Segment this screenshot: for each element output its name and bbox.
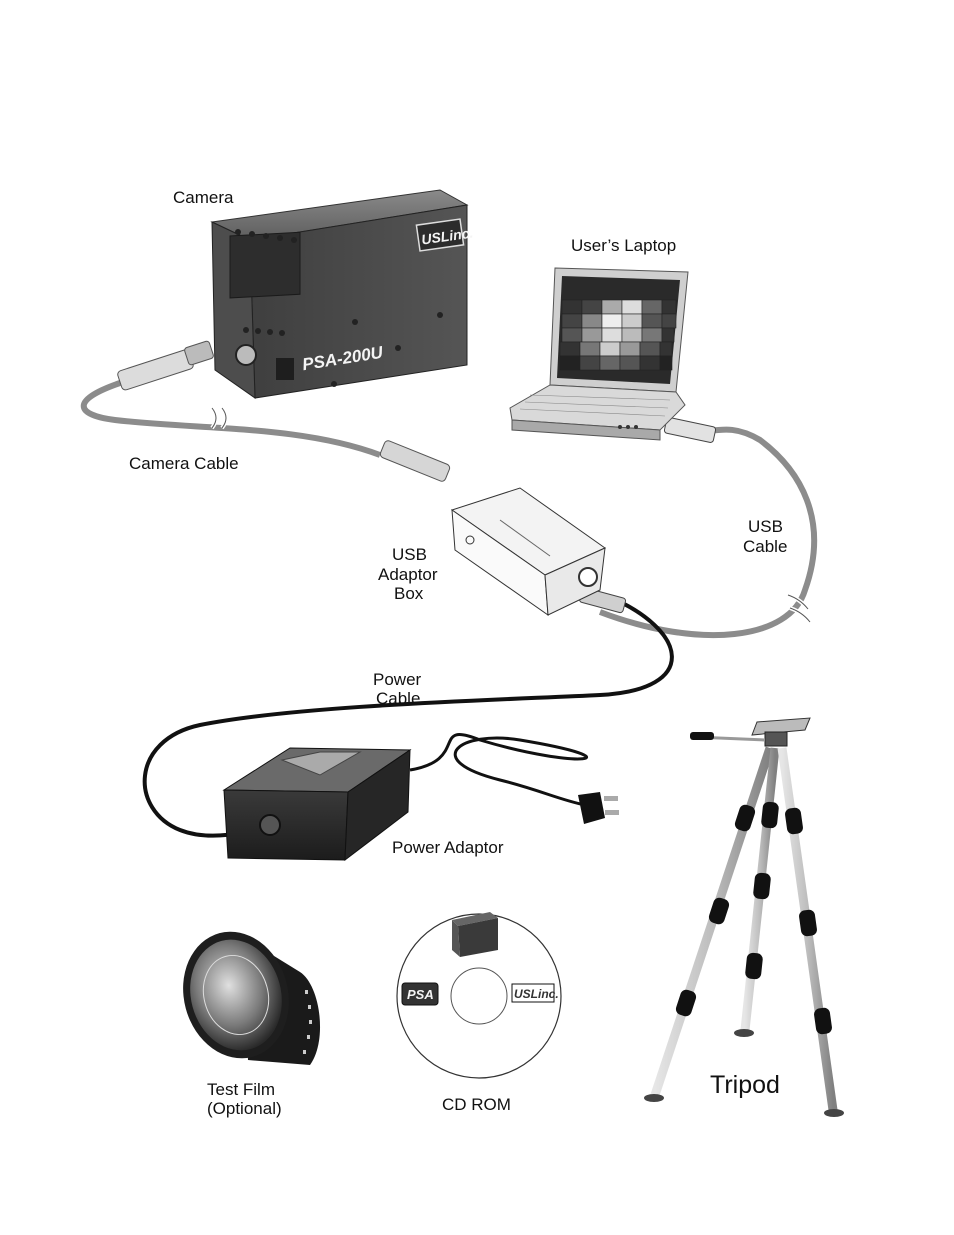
power-adaptor-label: Power Adaptor (392, 838, 504, 857)
camera-port-icon (236, 345, 256, 365)
laptop-device (510, 268, 688, 440)
camera-cable-connector (117, 340, 214, 391)
laptop-label: User’s Laptop (571, 236, 676, 255)
laptop-screen-grid (560, 300, 676, 370)
tripod-stand (644, 718, 844, 1117)
usb-adaptor-box (452, 488, 605, 615)
usb-box-label-line3: Box (394, 584, 424, 603)
test-film-label-line2: (Optional) (207, 1099, 282, 1118)
usb-box-port-icon (579, 568, 597, 586)
plug-icon (578, 792, 619, 824)
tripod-label: Tripod (710, 1071, 780, 1099)
usb-box-label-line2: Adaptor (378, 565, 438, 584)
test-film-label-line1: Test Film (207, 1080, 275, 1099)
usb-cable-label-line2: Cable (743, 537, 787, 556)
test-film-roll (169, 920, 320, 1071)
box-cable-connector (379, 440, 451, 483)
svg-text:USLinc.: USLinc. (514, 987, 559, 1001)
cd-camera-image (452, 912, 498, 957)
svg-text:PSA: PSA (407, 987, 434, 1002)
power-cable-label-line2: Cable (376, 689, 420, 708)
camera-device: USLinc. PSA-200U (212, 190, 474, 398)
cd-psa-logo: PSA (402, 983, 438, 1005)
cd-brand-logo: USLinc. (512, 984, 559, 1002)
usb-box-label-line1: USB (392, 545, 427, 564)
power-cable-label-line1: Power (373, 670, 422, 689)
cd-rom-label: CD ROM (442, 1095, 511, 1114)
camera-label: Camera (173, 188, 234, 207)
camera-cable-label: Camera Cable (129, 454, 239, 473)
usb-cable-label-line1: USB (748, 517, 783, 536)
power-adaptor-jack-icon (260, 815, 280, 835)
cd-rom-disc: PSA USLinc. (397, 912, 561, 1078)
